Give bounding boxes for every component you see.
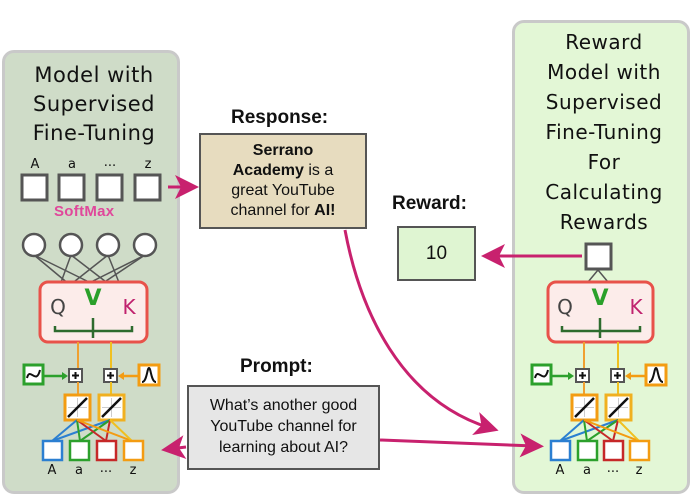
output-label-z: z bbox=[144, 157, 152, 172]
neuron bbox=[58, 232, 84, 258]
output-label-ellipsis: ... bbox=[103, 155, 117, 170]
response-bold: Academy bbox=[232, 162, 304, 179]
reward-value-box: 10 bbox=[397, 226, 476, 281]
sine-icon bbox=[530, 363, 553, 386]
input-label-z: z bbox=[635, 463, 643, 478]
reward-input-boxes bbox=[549, 439, 651, 462]
title-line: Fine-Tuning bbox=[545, 120, 663, 144]
attention-k: K bbox=[122, 295, 136, 319]
response-bold: AI! bbox=[314, 202, 336, 219]
input-label-ellipsis: ... bbox=[606, 461, 620, 476]
input-token-box bbox=[68, 439, 91, 462]
title-line: Model with bbox=[34, 63, 154, 87]
input-label-z: z bbox=[129, 463, 137, 478]
input-label-A: A bbox=[555, 463, 565, 478]
neuron bbox=[95, 232, 121, 258]
reward-linear-layers bbox=[570, 393, 633, 422]
input-token-box bbox=[602, 439, 625, 462]
reward-attention-block bbox=[546, 280, 655, 372]
output-label-A: A bbox=[30, 157, 40, 172]
title-line: For bbox=[587, 150, 621, 174]
reward-output-box bbox=[584, 242, 613, 283]
prompt-line: YouTube channel for bbox=[210, 418, 357, 435]
output-label-a: a bbox=[68, 157, 76, 172]
flow-arrows bbox=[161, 175, 582, 460]
prompt-box: What’s another good YouTube channel for … bbox=[187, 385, 380, 470]
neuron bbox=[21, 232, 47, 258]
response-bold: Serrano bbox=[252, 142, 314, 159]
neuron bbox=[132, 232, 158, 258]
sft-input-boxes bbox=[41, 439, 145, 462]
sft-attention-block bbox=[38, 280, 149, 372]
title-line: Rewards bbox=[559, 210, 649, 234]
attention-v: V bbox=[591, 286, 609, 311]
attention-v: V bbox=[84, 286, 102, 311]
arrow-prompt-to-sft bbox=[161, 435, 187, 460]
prompt-label: Prompt: bbox=[240, 356, 313, 377]
attention-q: Q bbox=[50, 295, 66, 319]
reward-label: Reward: bbox=[392, 193, 467, 214]
output-box bbox=[20, 173, 49, 202]
input-label-a: a bbox=[583, 463, 591, 478]
attention-q: Q bbox=[557, 295, 573, 319]
output-box bbox=[133, 173, 162, 202]
sft-linear-layers bbox=[63, 393, 126, 422]
input-token-box bbox=[576, 439, 599, 462]
title-line: Model with bbox=[547, 60, 661, 84]
title-line: Fine-Tuning bbox=[32, 121, 156, 145]
title-line: Supervised bbox=[33, 92, 155, 116]
input-label-A: A bbox=[47, 463, 57, 478]
attention-k: K bbox=[629, 295, 643, 319]
response-text: is a bbox=[303, 162, 334, 179]
input-token-box bbox=[549, 439, 572, 462]
sft-neurons bbox=[21, 232, 158, 286]
response-label: Response: bbox=[231, 107, 329, 128]
output-box bbox=[57, 173, 86, 202]
reward-model-title: Reward Model with Supervised Fine-Tuning… bbox=[515, 27, 693, 237]
title-line: Reward bbox=[565, 30, 643, 54]
sft-model-title: Model with Supervised Fine-Tuning bbox=[5, 61, 183, 148]
output-box bbox=[95, 173, 124, 202]
input-label-a: a bbox=[75, 463, 83, 478]
input-label-ellipsis: ... bbox=[99, 461, 113, 476]
reward-input-connections bbox=[559, 419, 640, 442]
response-box: Serrano Academy is a great YouTube chann… bbox=[199, 133, 367, 229]
response-text: great YouTube bbox=[231, 182, 335, 199]
sft-input-connections bbox=[51, 419, 133, 442]
input-token-box bbox=[41, 439, 64, 462]
prompt-line: learning about AI? bbox=[219, 439, 348, 456]
sft-output-boxes bbox=[20, 173, 162, 202]
arrow-response-to-reward-model bbox=[343, 229, 499, 435]
input-token-box bbox=[628, 439, 651, 462]
input-token-box bbox=[122, 439, 145, 462]
arrow-prompt-to-reward-model bbox=[379, 433, 544, 458]
title-line: Supervised bbox=[545, 90, 663, 114]
reward-positional-encoding bbox=[530, 363, 668, 395]
title-line: Calculating bbox=[545, 180, 663, 204]
sft-positional-encoding bbox=[22, 363, 161, 395]
prompt-line: What’s another good bbox=[209, 397, 358, 414]
softmax-label: SoftMax bbox=[54, 203, 115, 220]
sine-icon bbox=[22, 363, 45, 386]
response-text: channel for bbox=[230, 202, 315, 219]
input-token-box bbox=[95, 439, 118, 462]
